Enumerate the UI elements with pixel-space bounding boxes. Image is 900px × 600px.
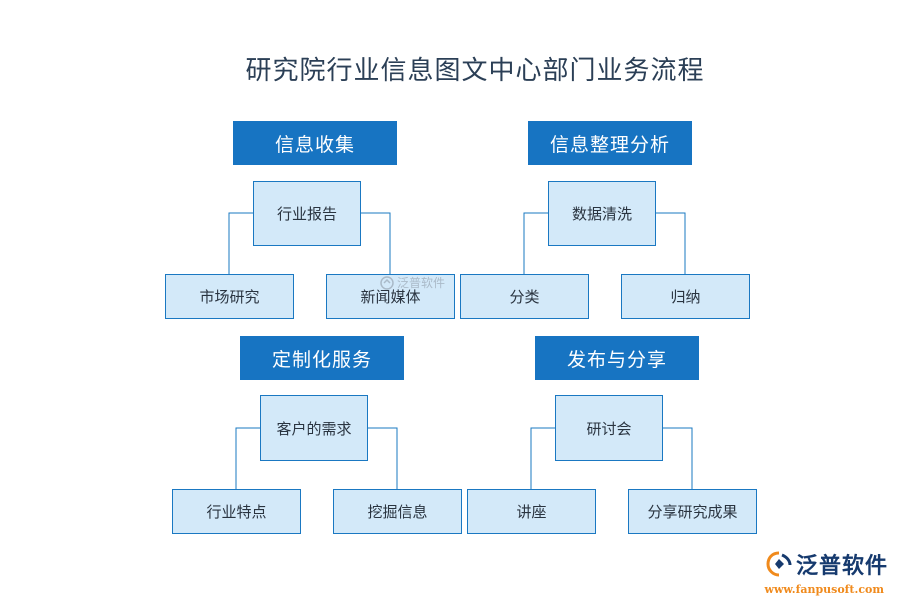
watermark: 泛普软件 <box>380 274 445 291</box>
node-seminar: 研讨会 <box>555 395 663 461</box>
node-mine-info: 挖掘信息 <box>333 489 462 534</box>
node-news-media: 新闻媒体 <box>326 274 455 319</box>
connector-1-right <box>361 212 391 274</box>
brand-logo: 泛普软件 <box>766 548 888 580</box>
connector-3-left <box>235 427 260 489</box>
watermark-logo-icon <box>380 275 394 290</box>
section-header-custom-service: 定制化服务 <box>240 336 404 380</box>
node-industry-report: 行业报告 <box>253 181 361 246</box>
connector-2-right <box>656 212 686 274</box>
node-summarize: 归纳 <box>621 274 750 319</box>
node-market-research: 市场研究 <box>165 274 294 319</box>
connector-3-right <box>368 427 398 489</box>
node-classify: 分类 <box>460 274 589 319</box>
connector-1-left <box>228 212 253 274</box>
watermark-text: 泛普软件 <box>397 276 446 290</box>
connector-4-left <box>530 427 555 489</box>
section-header-analysis: 信息整理分析 <box>528 121 692 165</box>
section-header-publish: 发布与分享 <box>535 336 699 380</box>
connector-4-right <box>663 427 693 489</box>
node-industry-traits: 行业特点 <box>172 489 301 534</box>
connector-2-left <box>523 212 548 274</box>
section-header-collect: 信息收集 <box>233 121 397 165</box>
page-title: 研究院行业信息图文中心部门业务流程 <box>245 56 705 86</box>
node-share-results: 分享研究成果 <box>628 489 757 534</box>
fanpu-logo-icon <box>766 551 792 577</box>
node-data-cleaning: 数据清洗 <box>548 181 656 246</box>
node-customer-needs: 客户的需求 <box>260 395 368 461</box>
node-lecture: 讲座 <box>467 489 596 534</box>
brand-url: www.fanpusoft.com <box>764 583 884 596</box>
brand-name: 泛普软件 <box>795 554 888 579</box>
